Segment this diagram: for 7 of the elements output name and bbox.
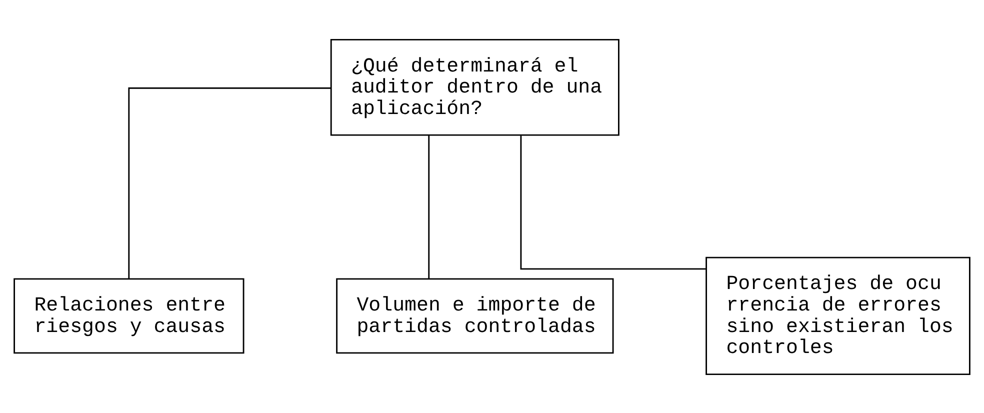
node-box: Volumen e importe de partidas controladas [336, 278, 614, 354]
connector [128, 86, 331, 278]
node-box: Relaciones entre riesgos y causas [14, 278, 244, 354]
node-box: Porcentajes de ocu rrencia de errores sino existieran los controles [706, 256, 970, 375]
connector [520, 135, 706, 270]
connector [428, 134, 430, 278]
node-box: ¿Qué determinará el auditor dentro de una aplicación? [330, 38, 620, 136]
